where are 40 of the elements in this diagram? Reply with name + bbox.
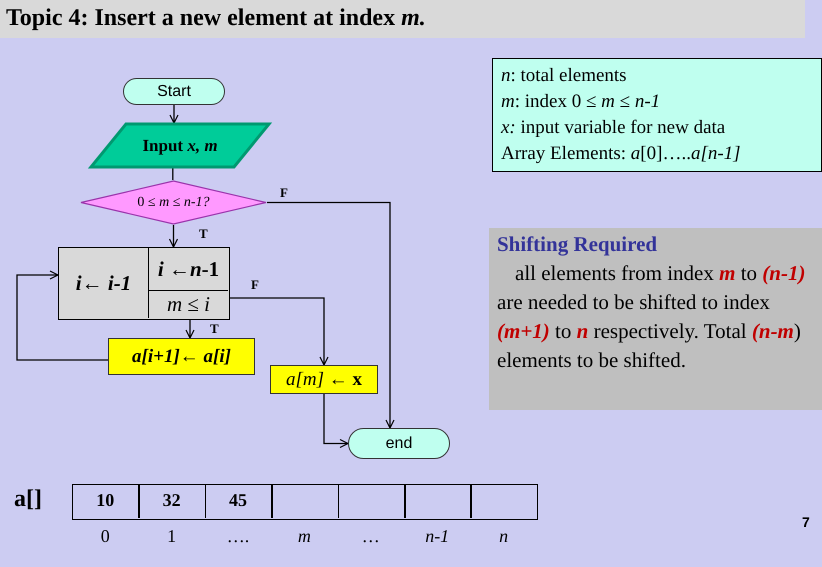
arrow — [323, 394, 349, 448]
note-paragraph: all elements from index m to (n-1) are needed to be shifted to index (m+1) to n respectively. Total (n-m) elements to be shifted. — [497, 260, 806, 374]
arrow — [168, 225, 178, 248]
arrow — [267, 202, 395, 429]
title: Topic 4: Insert a new element at index m. — [6, 5, 426, 32]
array-value: 32 — [162, 490, 182, 511]
index-label: m — [296, 526, 312, 547]
index-label: 1 — [166, 526, 178, 547]
process-box: a[i+1]← a[i] — [108, 338, 255, 375]
page-number: 7 — [802, 514, 810, 530]
decision-diamond — [80, 180, 267, 225]
index-label: 0 — [100, 526, 111, 547]
cell-text: i← i-1 — [74, 270, 132, 296]
end-terminal: end — [348, 428, 450, 459]
arrow — [230, 297, 329, 366]
array-value: 10 — [95, 490, 116, 511]
index-label: n — [498, 526, 510, 547]
arrow — [169, 105, 179, 124]
start-terminal: Start — [123, 78, 225, 105]
note-heading: Shifting Required — [497, 231, 658, 258]
node-text: 0 ≤ m ≤ n-1? — [136, 194, 211, 212]
node-text: Input x, m — [141, 134, 219, 157]
note-line: Array Elements: a[0]…..a[n-1] — [501, 142, 742, 166]
note-line: x: input variable for new data — [501, 116, 726, 140]
array-name: a[] — [14, 486, 42, 513]
note-box — [492, 58, 822, 172]
loop-box — [58, 247, 230, 320]
input-parallelogram — [90, 123, 270, 168]
process-box: a[m] ← x — [270, 365, 378, 394]
arrow — [16, 270, 108, 361]
index-label: n-1 — [424, 526, 450, 547]
arrow — [185, 320, 195, 339]
cell-text: m ≤ i — [148, 290, 228, 318]
index-label: … — [360, 526, 381, 547]
cell-text: i ←n-1 — [148, 248, 228, 290]
note-line: n: total elements — [501, 64, 628, 88]
note-line: m: index 0 ≤ m ≤ n-1 — [501, 90, 662, 114]
array-value: 45 — [228, 490, 248, 511]
index-label: …. — [226, 526, 250, 547]
note-box — [489, 228, 822, 410]
